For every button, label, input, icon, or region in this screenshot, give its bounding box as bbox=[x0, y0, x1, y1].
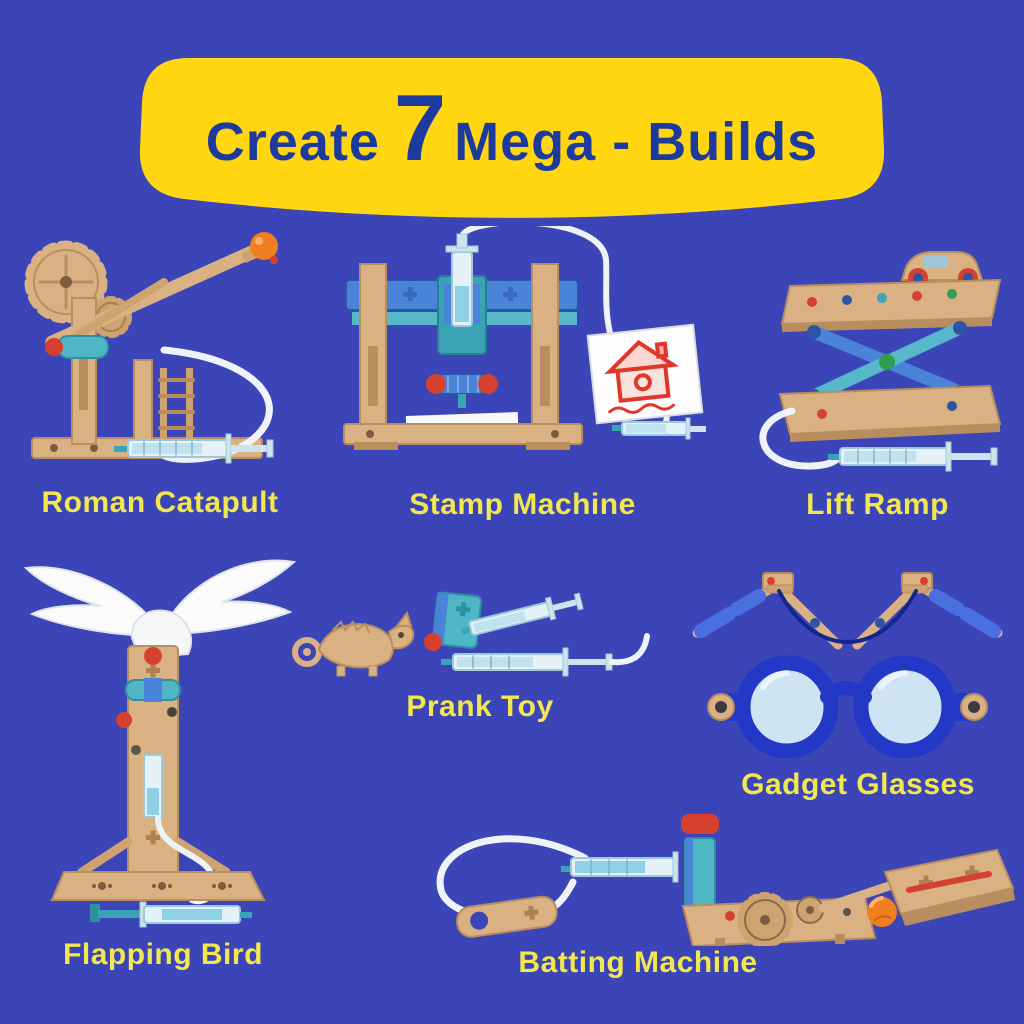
label-batting-machine: Batting Machine bbox=[518, 946, 758, 979]
air-tube bbox=[436, 835, 589, 923]
bird-wing-right bbox=[163, 559, 297, 636]
banner-title-number: 7 bbox=[393, 75, 447, 180]
banner-title-suffix: Mega - Builds bbox=[454, 112, 819, 172]
glasses-frame bbox=[707, 655, 988, 759]
prank-toy-illustration bbox=[292, 591, 650, 677]
lift-ramp-image bbox=[752, 226, 1017, 486]
flapping-bird-image bbox=[12, 550, 307, 935]
ink-roller bbox=[426, 373, 498, 408]
label-roman-catapult: Roman Catapult bbox=[41, 486, 279, 519]
label-gadget-glasses: Gadget Glasses bbox=[741, 768, 975, 801]
handle-plate bbox=[456, 895, 558, 938]
prank-toy-image bbox=[285, 580, 655, 695]
clip-right bbox=[901, 572, 933, 594]
stamp-machine-illustration bbox=[343, 226, 706, 450]
clip-left bbox=[762, 572, 794, 594]
gadget-glasses-image bbox=[675, 565, 1020, 770]
syringe bbox=[561, 851, 679, 883]
orange-ball bbox=[867, 896, 897, 927]
trigger-mechanism bbox=[431, 591, 483, 649]
stamp-machine-image bbox=[340, 226, 710, 481]
syringe bbox=[441, 647, 613, 677]
label-flapping-bird: Flapping Bird bbox=[63, 938, 263, 971]
bird-wing-left bbox=[23, 566, 161, 638]
lift-ramp-illustration bbox=[759, 251, 1002, 472]
label-stamp-machine: Stamp Machine bbox=[409, 488, 636, 521]
stamped-card bbox=[586, 323, 704, 425]
batting-machine-image bbox=[385, 788, 1015, 946]
ball-catcher bbox=[883, 848, 1015, 926]
chameleon bbox=[292, 610, 415, 677]
banner-title: Create 7 Mega - Builds bbox=[138, 48, 886, 220]
batting-machine-illustration bbox=[436, 814, 1015, 946]
title-banner: Create 7 Mega - Builds bbox=[138, 48, 886, 220]
syringe bbox=[90, 901, 252, 928]
syringe bbox=[828, 441, 998, 472]
flapping-bird-illustration bbox=[23, 559, 297, 928]
label-prank-toy: Prank Toy bbox=[406, 690, 554, 723]
roman-catapult-image bbox=[14, 220, 304, 485]
roman-catapult-illustration bbox=[24, 232, 278, 464]
gadget-glasses-illustration bbox=[692, 572, 1003, 759]
label-lift-ramp: Lift Ramp bbox=[806, 488, 949, 521]
cord bbox=[777, 589, 918, 644]
air-tube bbox=[759, 407, 844, 470]
banner-ribbon-shape bbox=[139, 58, 885, 218]
air-tube bbox=[158, 346, 273, 463]
syringe bbox=[114, 433, 274, 464]
syringe-angled bbox=[461, 592, 584, 636]
print-carriage bbox=[437, 233, 487, 355]
air-tube bbox=[609, 633, 650, 666]
catapult-ball bbox=[250, 232, 278, 260]
banner-title-prefix: Create bbox=[205, 112, 380, 172]
syringe bbox=[612, 417, 706, 440]
gears bbox=[725, 892, 851, 946]
